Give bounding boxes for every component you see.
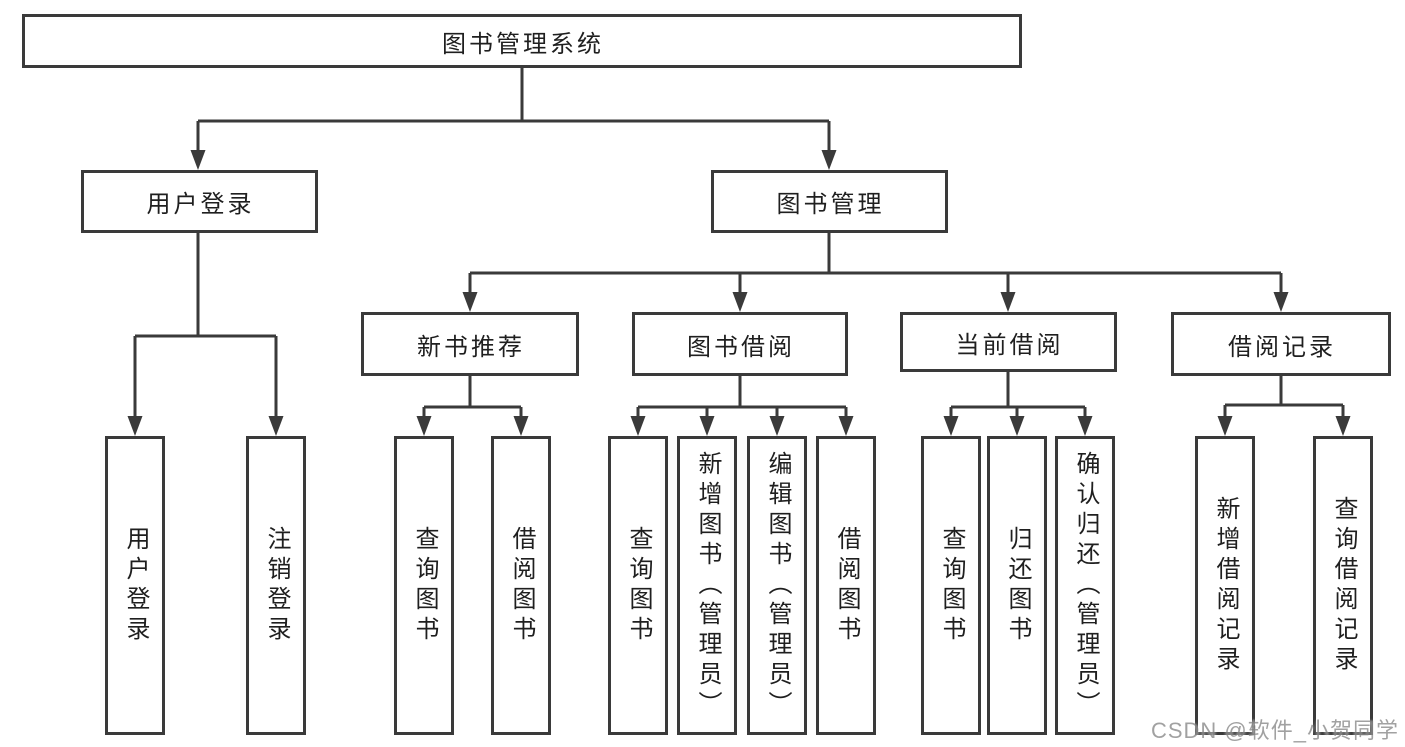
node-label: 新增借阅记录 <box>1212 495 1239 676</box>
leaf-return-books: 归还图书 <box>987 436 1047 735</box>
node-book-management: 图书管理 <box>711 170 948 233</box>
arrowhead-leaf-query-books-recommend <box>416 416 432 436</box>
arrowhead-leaf-add-borrow-record <box>1217 416 1233 436</box>
arrowhead-leaf-borrow-books-recommend <box>513 416 529 436</box>
arrowhead-leaf-query-books-current <box>943 416 959 436</box>
arrowhead-leaf-return-books <box>1009 416 1025 436</box>
leaf-query-books-borrow: 查询图书 <box>608 436 668 735</box>
node-label: 查询图书 <box>938 525 965 646</box>
leaf-borrow-books: 借阅图书 <box>816 436 876 735</box>
connector-book-borrow-children <box>636 376 848 420</box>
arrowhead-book-borrow <box>732 292 748 312</box>
node-label: 当前借阅 <box>955 331 1064 359</box>
leaf-query-books-recommend: 查询图书 <box>394 436 454 735</box>
leaf-user-login: 用户登录 <box>105 436 165 735</box>
leaf-add-borrow-record: 新增借阅记录 <box>1195 436 1255 735</box>
leaf-borrow-books-recommend: 借阅图书 <box>491 436 551 735</box>
connector-root-to-level2 <box>196 67 831 154</box>
node-label: 查询图书 <box>411 525 438 646</box>
connector-borrow-record-children <box>1223 376 1345 420</box>
arrowhead-new-book-recommend <box>462 292 478 312</box>
node-current-borrow: 当前借阅 <box>900 312 1117 372</box>
node-label: 新书推荐 <box>417 333 525 361</box>
node-label: 图书借阅 <box>687 333 795 361</box>
node-label: 注销登录 <box>263 525 290 646</box>
node-borrow-record: 借阅记录 <box>1171 312 1391 376</box>
leaf-query-books-current: 查询图书 <box>921 436 981 735</box>
node-label: 查询图书 <box>625 525 652 646</box>
arrowhead-leaf-add-books-admin <box>699 416 715 436</box>
arrowhead-leaf-confirm-return-admin <box>1077 416 1093 436</box>
node-label: 图书管理 <box>776 191 885 218</box>
arrowhead-leaf-query-borrow-record <box>1335 416 1351 436</box>
csdn-watermark: CSDN @软件_小贺同学 <box>1150 718 1399 743</box>
connector-current-borrow-children <box>949 372 1087 420</box>
arrowhead-leaf-edit-books-admin <box>769 416 785 436</box>
node-label: 用户登录 <box>122 525 149 646</box>
leaf-add-books-admin: 新增图书（管理员） <box>677 436 737 735</box>
arrowhead-borrow-record <box>1273 292 1289 312</box>
arrowhead-leaf-user-login <box>127 416 143 436</box>
node-label: 借阅图书 <box>508 525 535 646</box>
node-label: 编辑图书（管理员） <box>764 450 791 721</box>
arrowheads <box>127 150 1351 436</box>
node-label: 图书管理系统 <box>442 30 604 58</box>
arrowhead-leaf-borrow-books <box>838 416 854 436</box>
connector-user-login-children <box>133 232 278 420</box>
node-label: 归还图书 <box>1004 525 1031 646</box>
node-label: 确认归还（管理员） <box>1072 450 1099 721</box>
leaf-logout: 注销登录 <box>246 436 306 735</box>
node-book-management-system: 图书管理系统 <box>22 14 1022 68</box>
node-new-book-recommend: 新书推荐 <box>361 312 579 376</box>
leaf-edit-books-admin: 编辑图书（管理员） <box>747 436 807 735</box>
connector-book-management-children <box>468 233 1283 296</box>
arrowhead-leaf-logout <box>268 416 284 436</box>
node-label: 用户登录 <box>146 191 255 218</box>
leaf-query-borrow-record: 查询借阅记录 <box>1313 436 1373 735</box>
arrowhead-user-login <box>190 150 206 170</box>
connector-new-book-recommend-children <box>422 376 523 420</box>
arrowhead-current-borrow <box>1000 292 1016 312</box>
node-user-login: 用户登录 <box>81 170 318 233</box>
arrowhead-book-management <box>821 150 837 170</box>
leaf-confirm-return-admin: 确认归还（管理员） <box>1055 436 1115 735</box>
node-label: 借阅记录 <box>1228 333 1336 361</box>
node-label: 查询借阅记录 <box>1330 495 1357 676</box>
node-label: 借阅图书 <box>833 525 860 646</box>
arrowhead-leaf-query-books-borrow <box>630 416 646 436</box>
node-book-borrow: 图书借阅 <box>632 312 848 376</box>
node-label: 新增图书（管理员） <box>694 450 721 721</box>
